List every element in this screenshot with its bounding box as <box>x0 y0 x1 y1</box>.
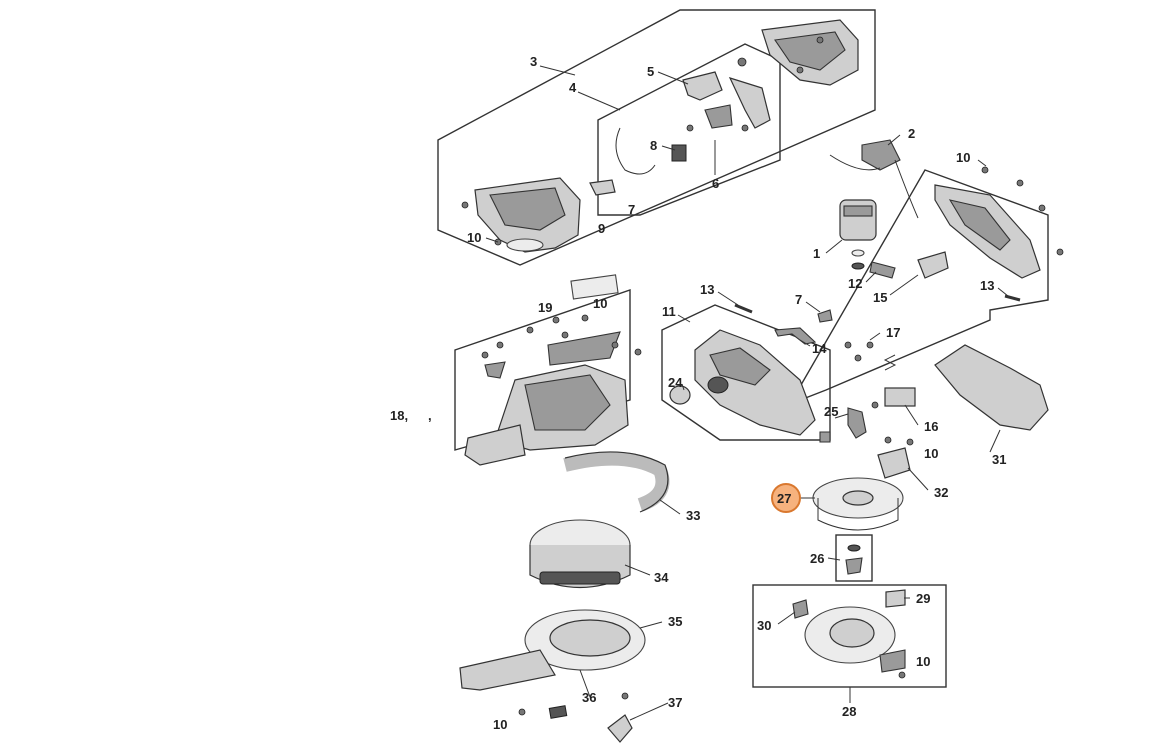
frame-housing-18 <box>454 289 631 451</box>
label-part-24 <box>669 385 691 405</box>
band-part-34 <box>529 519 631 588</box>
brush-part-12 <box>869 261 896 279</box>
label-9[interactable]: 9 <box>598 221 605 236</box>
screw-part-26 <box>845 544 863 575</box>
leader-lines <box>485 65 1009 721</box>
label-6[interactable]: 6 <box>712 176 719 191</box>
housing-half-part <box>761 19 859 86</box>
label-10a[interactable]: 10 <box>956 150 970 165</box>
label-24[interactable]: 24 <box>668 375 683 390</box>
nut-part <box>819 431 831 443</box>
hose-part-33 <box>563 451 670 512</box>
screw-10 <box>518 708 526 716</box>
label-31[interactable]: 31 <box>992 452 1006 467</box>
label-34[interactable]: 34 <box>654 570 669 585</box>
seal-part <box>547 331 621 366</box>
label-4[interactable]: 4 <box>569 80 577 95</box>
pad-part-36 <box>548 705 568 719</box>
switch-part-16 <box>871 354 916 409</box>
label-16[interactable]: 16 <box>924 419 938 434</box>
motor-part-1 <box>839 199 877 270</box>
label-19[interactable]: 19 <box>538 300 552 315</box>
label-10f[interactable]: 10 <box>493 717 507 732</box>
lower-housing-part-35 <box>459 609 646 691</box>
filter-cover-part-28 <box>804 606 906 673</box>
label-2[interactable]: 2 <box>908 126 915 141</box>
label-28[interactable]: 28 <box>842 704 856 719</box>
label-37[interactable]: 37 <box>668 695 682 710</box>
label-13b[interactable]: 13 <box>980 278 994 293</box>
frame-handle-4 <box>597 43 781 216</box>
label-15[interactable]: 15 <box>873 290 887 305</box>
label-18[interactable]: 18, <box>390 408 408 423</box>
label-10d[interactable]: 10 <box>924 446 938 461</box>
screws-group-19 <box>481 314 642 359</box>
label-10b[interactable]: 10 <box>467 230 481 245</box>
clip-part-37 <box>607 714 633 743</box>
label-12[interactable]: 12 <box>848 276 862 291</box>
handle-parts <box>615 57 771 175</box>
fan-part-27 <box>812 477 904 531</box>
spring-part-14 <box>774 327 817 345</box>
label-29[interactable]: 29 <box>916 591 930 606</box>
label-10c[interactable]: 10 <box>593 296 607 311</box>
cover-part-31 <box>934 344 1049 431</box>
label-18b[interactable]: , <box>428 408 432 423</box>
pin-part-13 <box>734 303 753 314</box>
brush-holder-part-15 <box>917 251 949 279</box>
label-35[interactable]: 35 <box>668 614 682 629</box>
clip-part-25 <box>847 407 867 439</box>
highlight-marker[interactable] <box>771 483 801 513</box>
clip-part-7 <box>817 309 833 323</box>
label-36[interactable]: 36 <box>582 690 596 705</box>
housing-part-11 <box>694 329 816 436</box>
label-33[interactable]: 33 <box>686 508 700 523</box>
label-1[interactable]: 1 <box>813 246 820 261</box>
housing-part-18 <box>464 274 629 466</box>
clip-part-30 <box>792 599 809 619</box>
label-26[interactable]: 26 <box>810 551 824 566</box>
label-8[interactable]: 8 <box>650 138 657 153</box>
label-11[interactable]: 11 <box>662 304 676 319</box>
label-32[interactable]: 32 <box>934 485 948 500</box>
motor-housing-part <box>934 166 1064 279</box>
label-13a[interactable]: 13 <box>700 282 714 297</box>
screw-17 <box>844 341 852 349</box>
frame-housing-3 <box>437 9 876 266</box>
label-7b[interactable]: 7 <box>795 292 802 307</box>
label-14[interactable]: 14 <box>812 341 827 356</box>
frame-screw-26 <box>835 534 873 582</box>
pin-part-13b <box>1004 294 1021 302</box>
label-27[interactable]: 27 <box>777 491 791 506</box>
label-5[interactable]: 5 <box>647 64 654 79</box>
plate-part-29 <box>885 589 906 608</box>
label-7a[interactable]: 7 <box>628 202 635 217</box>
screw-17b <box>866 341 874 349</box>
housing-front-part <box>474 177 581 253</box>
screw-17c <box>854 354 862 362</box>
bracket-part-32 <box>877 447 911 479</box>
label-17[interactable]: 17 <box>886 325 900 340</box>
switch-part-9 <box>589 179 616 196</box>
label-3[interactable]: 3 <box>530 54 537 69</box>
label-25[interactable]: 25 <box>824 404 838 419</box>
cable-part-2 <box>829 139 919 219</box>
label-10e[interactable]: 10 <box>916 654 930 669</box>
label-30[interactable]: 30 <box>757 618 771 633</box>
